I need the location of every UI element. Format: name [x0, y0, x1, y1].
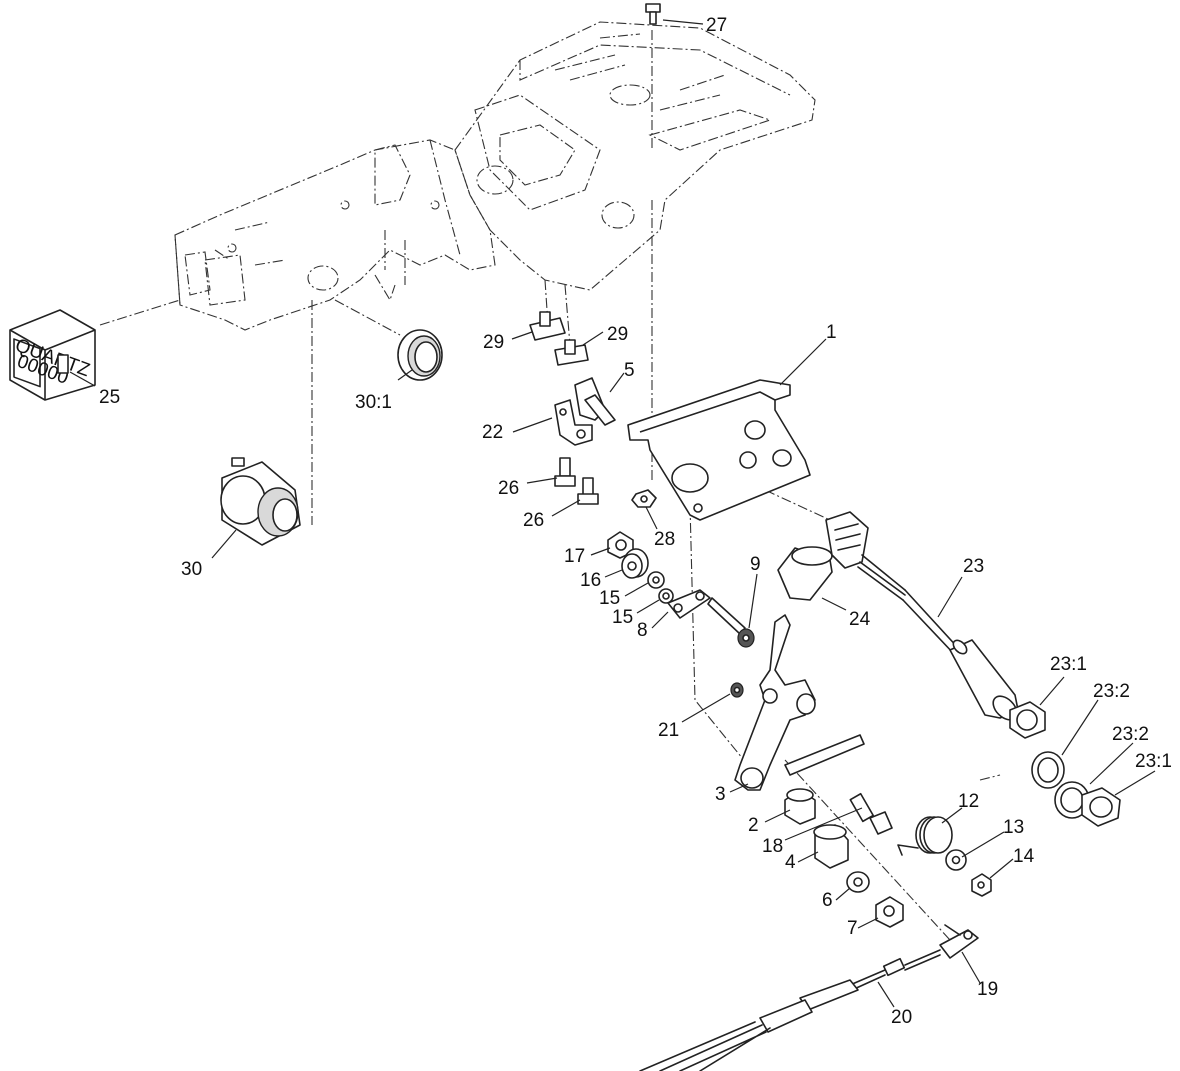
callout-25: 25	[99, 387, 120, 408]
callout-19: 19	[977, 979, 998, 1000]
callout-14: 14	[1013, 846, 1035, 867]
jam-nut-23-1b	[1081, 787, 1121, 827]
lock-washer-23-2b	[1054, 781, 1090, 819]
callout-28: 28	[654, 529, 675, 550]
callout-7: 7	[847, 918, 858, 939]
ignition-switch-30	[220, 457, 301, 546]
bolt-26a	[554, 457, 576, 487]
callout-2: 2	[748, 815, 759, 836]
callout-23-1a: 23:1	[1050, 654, 1087, 675]
callout-21: 21	[658, 720, 679, 741]
callout-17: 17	[564, 546, 585, 567]
callout-4: 4	[785, 852, 796, 873]
callout-12: 12	[958, 791, 979, 812]
nut-9	[737, 628, 755, 648]
callout-20: 20	[891, 1007, 912, 1028]
callout-23-2a: 23:2	[1093, 681, 1130, 702]
nut-28	[631, 489, 657, 508]
washer-15a	[647, 571, 665, 589]
callout-8: 8	[637, 620, 648, 641]
callout-26a: 26	[498, 478, 519, 499]
callout-24: 24	[849, 609, 871, 630]
callout-15b: 15	[612, 607, 633, 628]
washer-6	[846, 871, 870, 893]
callout-23-2b: 23:2	[1112, 724, 1149, 745]
callout-30: 30	[181, 559, 202, 580]
callout-1: 1	[826, 322, 837, 343]
leader-lines	[69, 19, 1156, 1008]
control-knob-24	[777, 546, 833, 601]
callout-15a: 15	[599, 588, 620, 609]
callout-labels: 27 29 29 1 5 25 30:1 22 26 26 28 30 17 1…	[99, 15, 1172, 1028]
clip-nut-29b	[554, 339, 589, 366]
control-lever-3	[734, 614, 865, 791]
callout-29a: 29	[483, 332, 504, 353]
callout-16: 16	[580, 570, 601, 591]
bezel-ring-30-1	[397, 329, 443, 381]
callout-9: 9	[750, 554, 761, 575]
link-8	[667, 589, 746, 635]
callout-26b: 26	[523, 510, 544, 531]
cable-clevis-19	[939, 924, 979, 959]
rod-end-18	[849, 792, 893, 835]
bushing-4	[813, 824, 849, 869]
callout-29b: 29	[607, 324, 628, 345]
washer-15b	[658, 588, 674, 604]
frame-phantom	[99, 21, 1001, 941]
jam-nut-23-1a	[1009, 701, 1046, 739]
control-bracket-1	[627, 379, 811, 521]
bolt-26b	[577, 477, 599, 505]
callout-5: 5	[624, 360, 635, 381]
callout-13: 13	[1003, 817, 1024, 838]
washer-13	[945, 849, 967, 871]
callout-23: 23	[963, 556, 984, 577]
bushing-2	[784, 788, 816, 825]
nut-14	[971, 873, 992, 897]
nut-7	[875, 896, 904, 928]
callout-30-1: 30:1	[355, 392, 392, 413]
callout-27: 27	[706, 15, 727, 36]
bolt-27	[645, 3, 661, 25]
callout-3: 3	[715, 784, 726, 805]
nut-17	[607, 531, 634, 559]
callout-22: 22	[482, 422, 503, 443]
callout-18: 18	[762, 836, 783, 857]
nut-21	[730, 682, 744, 698]
hour-meter-25: QUARTZ 00000	[9, 309, 96, 401]
spacer-16	[621, 548, 649, 579]
lock-washer-23-2a	[1031, 751, 1065, 789]
callout-23-1b: 23:1	[1135, 751, 1172, 772]
clip-nut-29a	[529, 311, 566, 341]
bracket-22	[554, 399, 593, 446]
callout-6: 6	[822, 890, 833, 911]
torsion-spring-12	[897, 816, 953, 856]
pivot-bolt-5	[574, 377, 616, 426]
control-cable-20	[639, 949, 941, 1071]
neutral-switch-23	[825, 511, 1019, 721]
